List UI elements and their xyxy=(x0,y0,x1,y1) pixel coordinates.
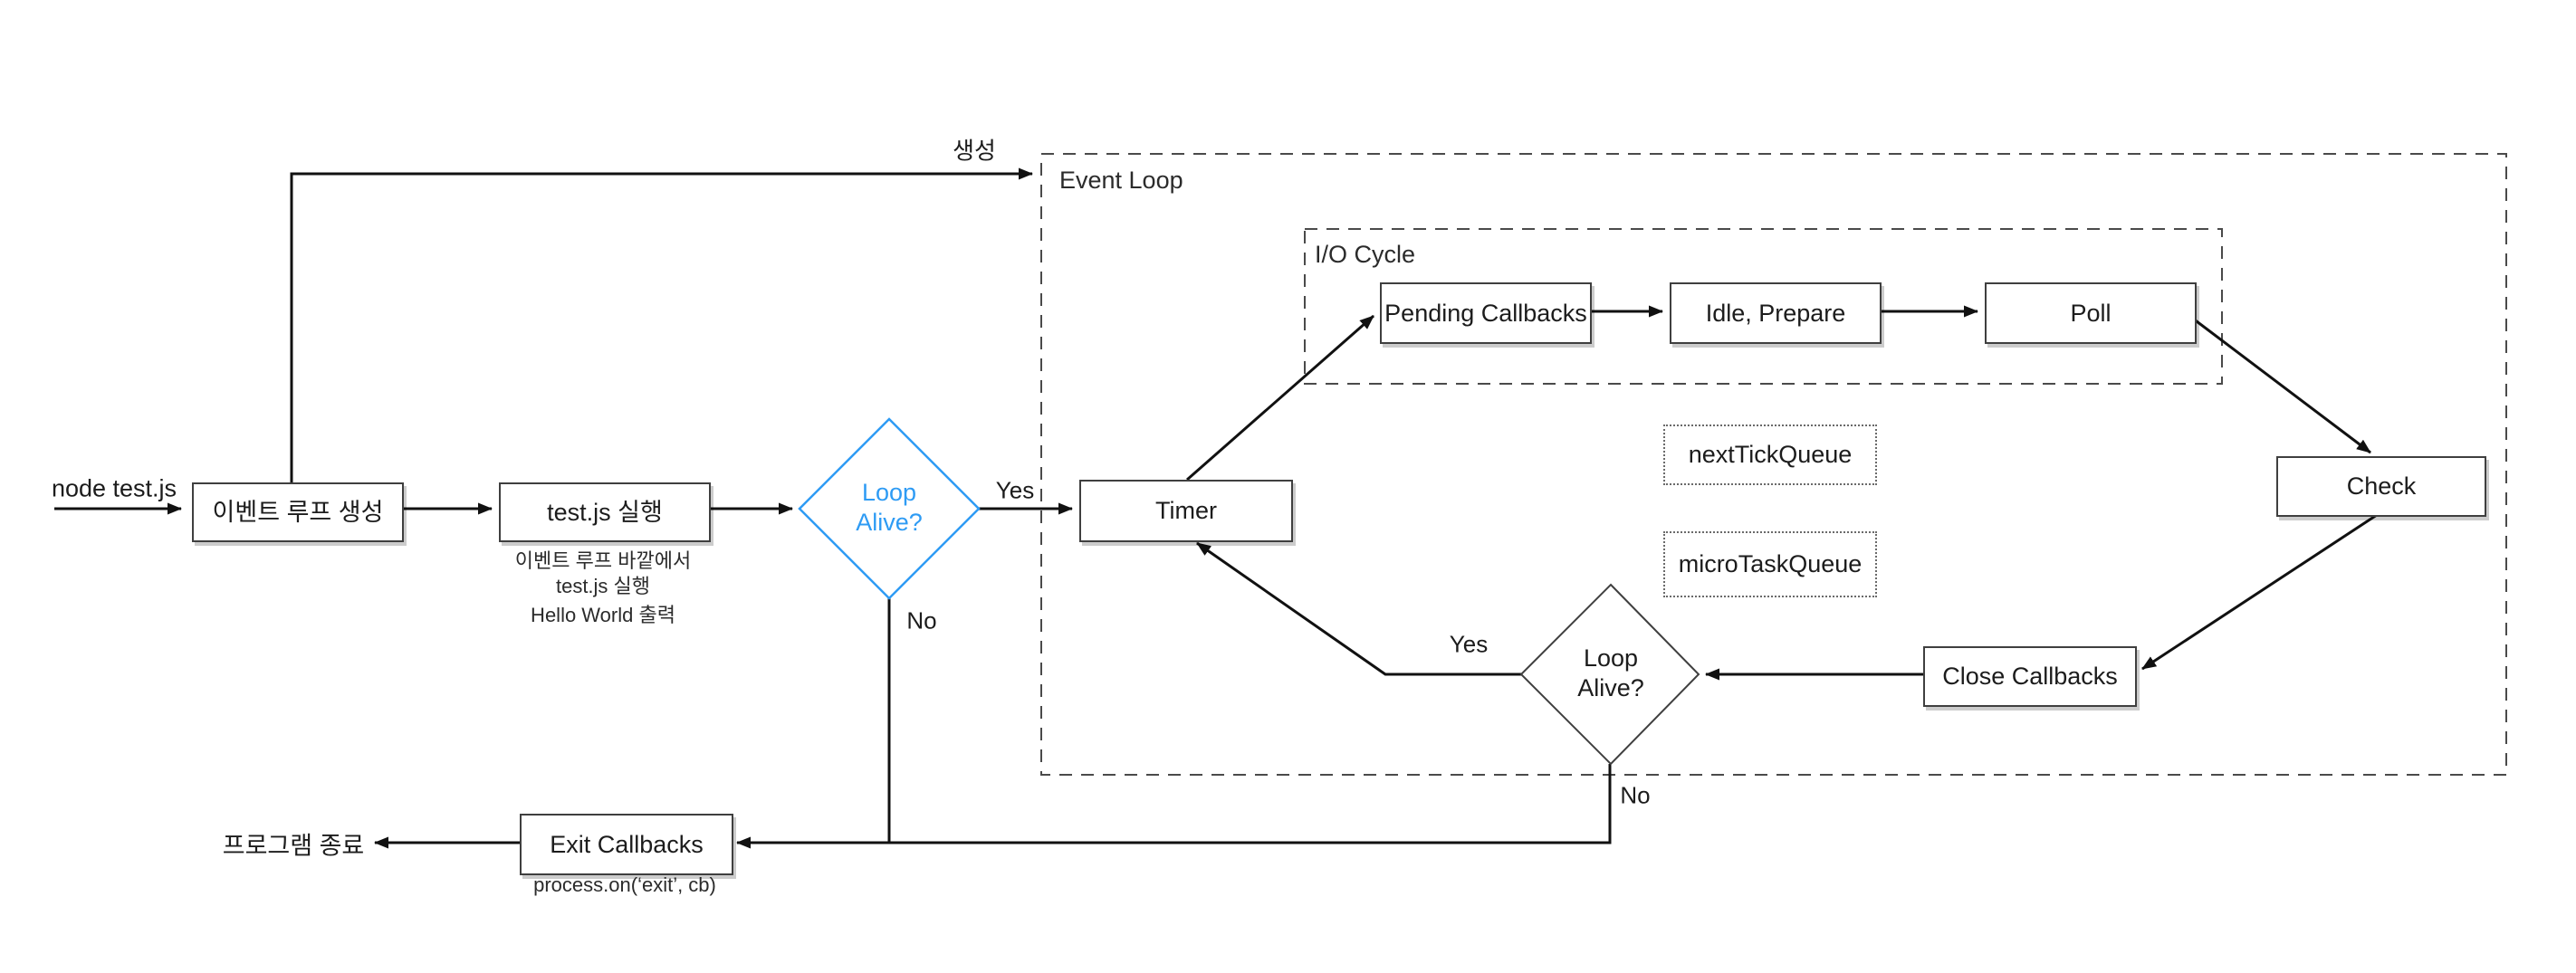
node-idle-prepare: Idle, Prepare xyxy=(1670,282,1882,344)
run-note-line3: Hello World 출력 xyxy=(531,604,675,626)
decision-io-label: Loop Alive? xyxy=(1577,644,1644,701)
node-create-loop: 이벤트 루프 생성 xyxy=(192,482,404,542)
node-exit-callbacks: Exit Callbacks xyxy=(520,814,733,875)
start-label: node test.js xyxy=(51,474,177,502)
no-main-label: No xyxy=(906,606,937,634)
edge-poll-to-check xyxy=(2192,317,2371,454)
node-next-tick-queue: nextTickQueue xyxy=(1663,424,1877,485)
io-cycle-label: I/O Cycle xyxy=(1315,241,1416,268)
edge-check-to-close xyxy=(2141,511,2380,671)
node-poll: Poll xyxy=(1985,282,2197,344)
edges xyxy=(54,167,2380,849)
edge-timer-to-pending xyxy=(1186,314,1374,482)
run-note-line1: 이벤트 루프 바깥에서 xyxy=(514,549,692,572)
edge-decision-yes-to-timer-return xyxy=(1196,541,1521,676)
node-pending-callbacks: Pending Callbacks xyxy=(1380,282,1592,344)
node-check: Check xyxy=(2276,456,2486,517)
program-exit-label: 프로그램 종료 xyxy=(222,832,365,860)
node-close-callbacks: Close Callbacks xyxy=(1923,646,2137,707)
node-run-test: test.js 실행 xyxy=(499,482,711,542)
node-timer: Timer xyxy=(1079,480,1293,542)
create-edge-label: 생성 xyxy=(953,137,996,165)
event-loop-label: Event Loop xyxy=(1059,167,1183,194)
yes-main-label: Yes xyxy=(995,476,1035,504)
decision-diamond-io xyxy=(1519,583,1700,766)
yes-io-label: Yes xyxy=(1449,630,1489,658)
edge-create-to-eventloop xyxy=(290,167,1033,482)
no-io-label: No xyxy=(1620,781,1651,809)
exit-note: process.on(‘exit’, cb) xyxy=(533,873,716,896)
edge-decision-no-to-exit xyxy=(736,764,1612,849)
io-cycle-container xyxy=(1304,228,2223,385)
node-micro-task-queue: microTaskQueue xyxy=(1663,531,1877,597)
run-note-line2: test.js 실행 xyxy=(555,575,651,597)
decision-diamond-main xyxy=(798,417,981,600)
decision-main-label: Loop Alive? xyxy=(856,479,923,536)
